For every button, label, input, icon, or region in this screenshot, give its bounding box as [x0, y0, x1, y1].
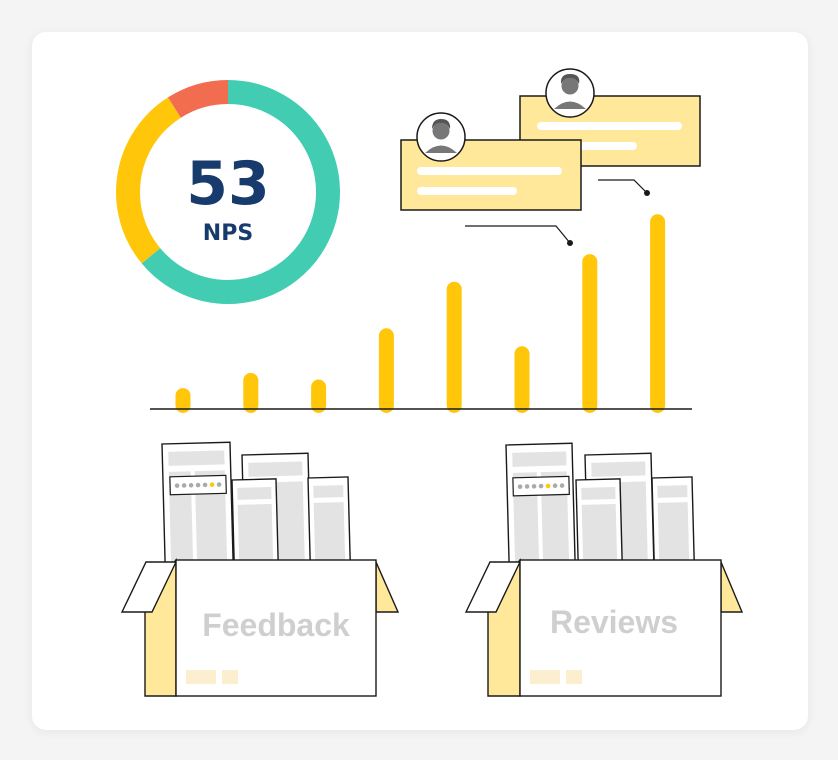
bars [175, 214, 666, 413]
nps-donut: 53 NPS [116, 80, 340, 304]
bar-1 [175, 388, 191, 413]
user-avatar-icon [416, 112, 466, 162]
callout-lines [465, 179, 650, 246]
bar-3 [311, 379, 327, 413]
bar-5 [446, 281, 462, 413]
nps-label: NPS [203, 221, 253, 246]
bar-8 [650, 214, 666, 413]
review-bubble-front [400, 112, 582, 211]
feedback-label: Feedback [202, 607, 350, 643]
user-avatar-icon [545, 68, 595, 118]
nps-value: 53 [186, 149, 270, 219]
bar-2 [243, 372, 259, 413]
donut-segments [116, 80, 340, 304]
reviews-box: Reviews [464, 442, 744, 697]
feedback-box: Feedback [120, 441, 400, 697]
rating-dots-icon [517, 483, 565, 489]
reviews-label: Reviews [550, 604, 678, 640]
donut-segment-detractors [167, 80, 229, 118]
rating-dots-icon [174, 482, 222, 488]
bar-7 [582, 254, 598, 413]
donut-segment-passives [116, 97, 182, 264]
bar-chart [150, 214, 692, 413]
bar-4 [378, 328, 394, 413]
donut-segment-promoters [141, 80, 340, 304]
bar-6 [514, 346, 530, 413]
